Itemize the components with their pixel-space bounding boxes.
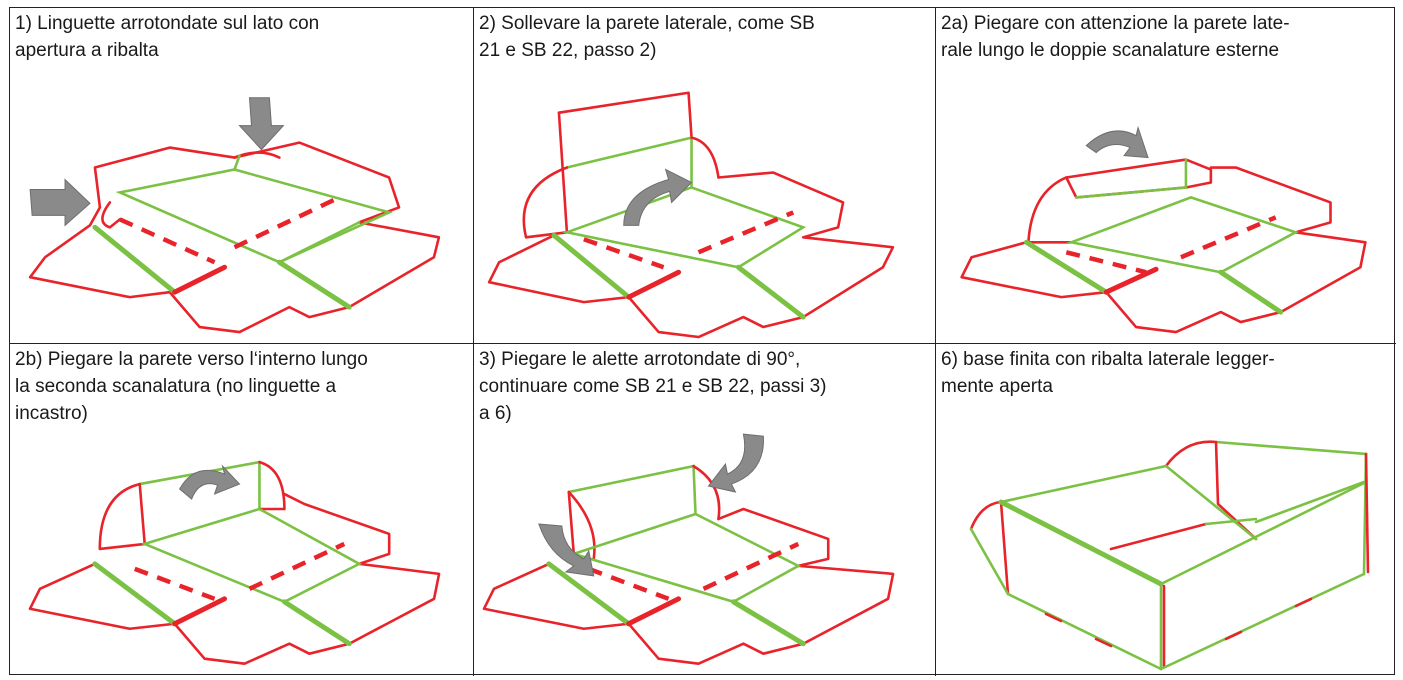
caption-line: mente aperta xyxy=(941,376,1053,397)
caption-line: apertura a ribalta xyxy=(15,40,159,61)
push-arrow-icon xyxy=(238,97,285,151)
fold-arrow-icon xyxy=(178,464,241,500)
finished-base-diagram xyxy=(969,440,1370,671)
fold-arrow-icon xyxy=(707,433,764,493)
fold-arrow-icon xyxy=(1085,125,1149,159)
panel-3-caption: 2a) Piegare con attenzione la parete lat… xyxy=(941,10,1389,64)
caption-line: 2) Sollevare la parete laterale, come SB xyxy=(479,13,815,34)
panel-1: 1) Linguette arrotondate sul lato con ap… xyxy=(10,8,474,344)
fold-outer-creases-diagram xyxy=(960,125,1367,334)
caption-line: rale lungo le doppie scanalature esterne xyxy=(941,40,1280,61)
fold-wall-inward-diagram xyxy=(28,460,441,665)
caption-line: 3) Piegare le alette arrotondate di 90°, xyxy=(479,349,801,370)
caption-line: 2a) Piegare con attenzione la parete lat… xyxy=(941,13,1290,34)
panel-4: 2b) Piegare la parete verso l‘interno lu… xyxy=(10,344,474,676)
panel-4-caption: 2b) Piegare la parete verso l‘interno lu… xyxy=(15,346,463,427)
fold-arrow-icon xyxy=(623,168,693,226)
flat-blank-diagram xyxy=(28,97,441,334)
caption-line: a 6) xyxy=(479,403,512,424)
caption-line: 2b) Piegare la parete verso l‘interno lu… xyxy=(15,349,368,370)
caption-line: incastro) xyxy=(15,403,88,424)
raise-side-wall-diagram xyxy=(487,91,895,339)
panel-5-caption: 3) Piegare le alette arrotondate di 90°,… xyxy=(479,346,927,427)
panel-5: 3) Piegare le alette arrotondate di 90°,… xyxy=(474,344,936,676)
caption-line: 21 e SB 22, passo 2) xyxy=(479,40,657,61)
caption-line: 1) Linguette arrotondate sul lato con xyxy=(15,13,320,34)
panel-2-caption: 2) Sollevare la parete laterale, come SB… xyxy=(479,10,927,64)
panel-6: 6) base finita con ribalta laterale legg… xyxy=(936,344,1396,676)
fold-round-flaps-diagram xyxy=(482,433,895,665)
caption-line: 6) base finita con ribalta laterale legg… xyxy=(941,349,1275,370)
push-arrow-icon xyxy=(29,178,91,227)
panel-1-caption: 1) Linguette arrotondate sul lato con ap… xyxy=(15,10,463,64)
caption-line: continuare come SB 21 e SB 22, passi 3) xyxy=(479,376,827,397)
fold-arrow-icon xyxy=(538,523,595,577)
panel-2: 2) Sollevare la parete laterale, come SB… xyxy=(474,8,936,344)
instruction-grid: 1) Linguette arrotondate sul lato con ap… xyxy=(9,7,1396,676)
panel-3: 2a) Piegare con attenzione la parete lat… xyxy=(936,8,1396,344)
caption-line: la seconda scanalatura (no linguette a xyxy=(15,376,337,397)
panel-6-caption: 6) base finita con ribalta laterale legg… xyxy=(941,346,1389,400)
